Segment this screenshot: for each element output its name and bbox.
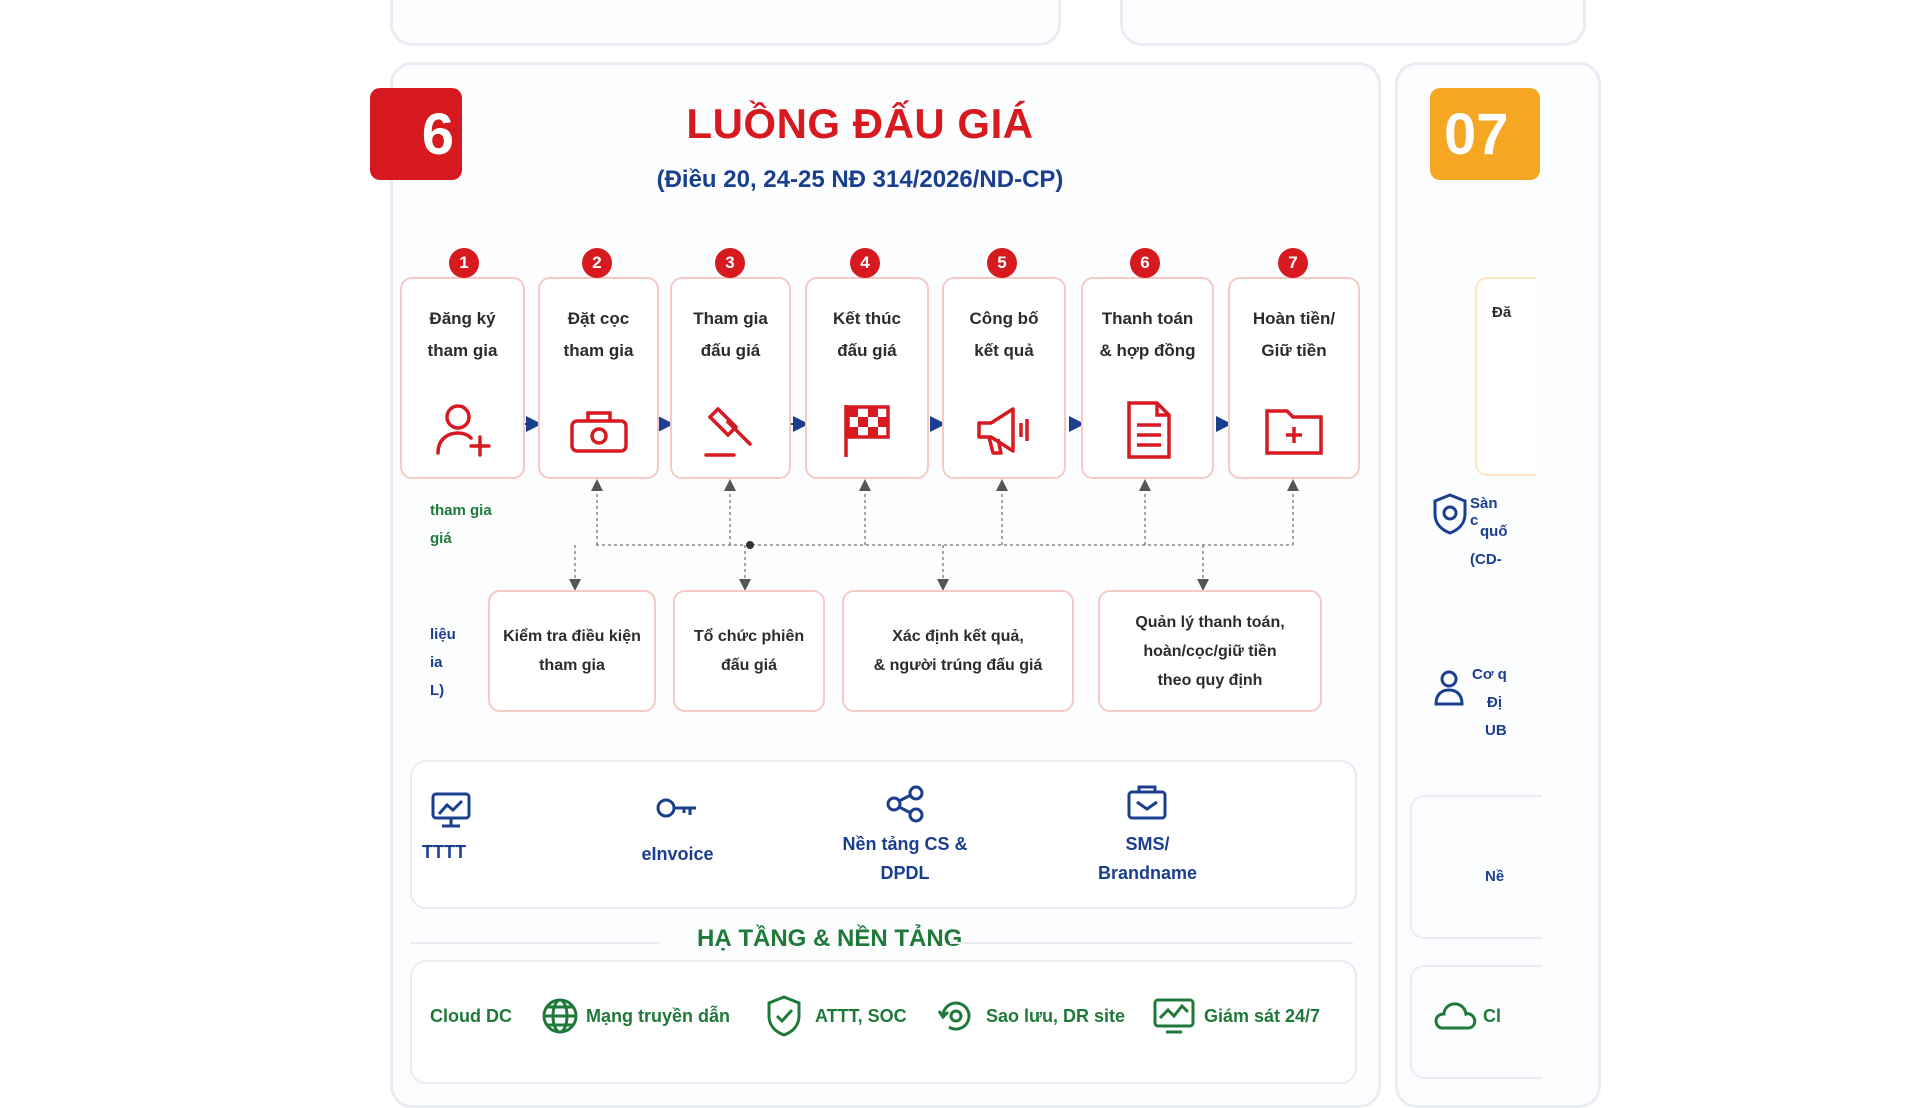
user-group-icon — [1434, 670, 1464, 706]
right-item2-line1: Cơ q — [1472, 666, 1507, 683]
service-label-einvoice: eInvoice — [641, 844, 714, 864]
section-badge-right: 07 — [1430, 88, 1540, 180]
cloud-icon-right — [1434, 1002, 1477, 1030]
right-item2-line3: UB — [1485, 722, 1507, 739]
right-partial-card-text: Đă — [1492, 304, 1512, 321]
right-cloud-text: Cl — [1483, 1006, 1501, 1026]
services-panel — [410, 760, 1357, 909]
sub-process-payment-management[interactable]: Quản lý thanh toán, hoàn/cọc/giữ tiền th… — [1098, 590, 1322, 712]
section-badge-left-number: 6 — [421, 101, 454, 167]
shield-icon — [767, 995, 801, 1037]
step-number-5: 5 — [987, 248, 1017, 278]
step-card-3[interactable]: Tham gia đấu giá — [670, 277, 791, 479]
top-right-panel — [1120, 0, 1586, 46]
document-icon — [1126, 401, 1171, 459]
folder-icon — [1265, 409, 1323, 455]
step-card-4[interactable]: Kết thúc đấu giá — [805, 277, 929, 479]
right-item2-line2: Đị — [1487, 694, 1502, 711]
sub-process-determine-result[interactable]: Xác định kết quả, & người trúng đấu giá — [842, 590, 1074, 712]
monitoring-icon — [1153, 998, 1195, 1034]
section-badge-left: 6 — [370, 88, 462, 180]
step-card-2[interactable]: Đặt cọc tham gia — [538, 277, 659, 479]
auction-flow-panel — [390, 62, 1381, 1108]
service-label-tttt: TTTT — [422, 842, 466, 862]
checkered-flag-icon — [844, 405, 890, 457]
left-partial-blue-2: ia — [430, 654, 443, 671]
service-label-cs-dpdl: Nền tảng CS & DPDL — [842, 834, 968, 883]
step-label-7: Hoàn tiền/ Giữ tiền — [1252, 309, 1336, 360]
settings-shield-icon — [1433, 493, 1467, 535]
step-label-6: Thanh toán & hợp đồng — [1099, 309, 1196, 360]
section-badge-right-number: 07 — [1444, 101, 1509, 167]
step-label-5: Công bố kết quả — [969, 309, 1039, 360]
right-item1-line2: quố — [1480, 523, 1508, 540]
share-icon — [886, 785, 924, 823]
infra-title: HẠ TẦNG & NỀN TẢNG — [697, 925, 963, 952]
infra-divider-left — [410, 942, 660, 944]
hub-node — [746, 541, 754, 549]
step-label-2: Đặt cọc tham gia — [563, 309, 634, 360]
infra-label-security: ATTT, SOC — [815, 1006, 907, 1026]
sub-process-organize-session[interactable]: Tổ chức phiên đấu giá — [673, 590, 825, 712]
right-partial-infra-box — [1410, 965, 1542, 1079]
infra-label-cloud-dc: Cloud DC — [430, 1006, 512, 1026]
right-item1-line1: Sàn c — [1470, 495, 1498, 529]
message-box-icon — [1127, 785, 1167, 820]
step-number-6: 6 — [1130, 248, 1160, 278]
left-partial-blue-1: liệu — [430, 626, 456, 643]
megaphone-icon — [977, 407, 1029, 455]
right-partial-card — [1475, 277, 1537, 476]
step-number-2: 2 — [582, 248, 612, 278]
left-partial-green-2: giá — [430, 530, 452, 547]
user-add-icon — [435, 404, 491, 457]
step-card-5[interactable]: Công bố kết quả — [942, 277, 1066, 479]
left-partial-green-1: tham gia — [430, 502, 492, 519]
step-card-6[interactable]: Thanh toán & hợp đồng — [1081, 277, 1214, 479]
globe-icon — [542, 998, 578, 1034]
step-card-1[interactable]: Đăng ký tham gia — [400, 277, 525, 479]
right-item3-text: Nề — [1485, 868, 1505, 885]
service-label-sms: SMS/ Brandname — [1097, 834, 1198, 883]
step-number-1: 1 — [449, 248, 479, 278]
next-section-panel — [1395, 62, 1601, 1108]
sub-process-check-eligibility[interactable]: Kiểm tra điều kiện tham gia — [488, 590, 656, 712]
step-card-7[interactable]: Hoàn tiền/ Giữ tiền — [1228, 277, 1360, 479]
right-partial-box — [1410, 795, 1542, 939]
money-icon — [569, 411, 628, 453]
main-title: LUỒNG ĐẤU GIÁ — [686, 100, 1034, 147]
diagram-viewport: 6 07 LUỒNG ĐẤU GIÁ (Điều 20, 24-25 NĐ 31… — [370, 0, 1601, 1108]
top-left-panel — [390, 0, 1061, 46]
subtitle: (Điều 20, 24-25 NĐ 314/2026/ND-CP) — [656, 166, 1064, 193]
infra-label-monitoring: Giám sát 24/7 — [1204, 1006, 1321, 1026]
key-icon — [656, 798, 696, 818]
gavel-icon — [703, 407, 752, 457]
step-number-3: 3 — [715, 248, 745, 278]
left-partial-blue-3: L) — [430, 682, 445, 699]
step-number-7: 7 — [1278, 248, 1308, 278]
step-label-4: Kết thúc đấu giá — [833, 309, 901, 360]
infra-label-network: Mạng truyền dẫn — [586, 1006, 731, 1026]
step-label-1: Đăng ký tham gia — [427, 309, 498, 360]
hub-lines — [569, 479, 1299, 591]
infra-divider-right — [950, 942, 1353, 944]
infra-label-backup: Sao lưu, DR site — [986, 1006, 1126, 1026]
backup-icon — [937, 1001, 971, 1031]
step-number-4: 4 — [850, 248, 880, 278]
right-item1-line3: (CD- — [1470, 551, 1502, 568]
diagram-stage: 6 07 LUỒNG ĐẤU GIÁ (Điều 20, 24-25 NĐ 31… — [370, 0, 1601, 1108]
monitor-icon — [431, 792, 471, 828]
step-label-3: Tham gia đấu giá — [693, 309, 768, 360]
